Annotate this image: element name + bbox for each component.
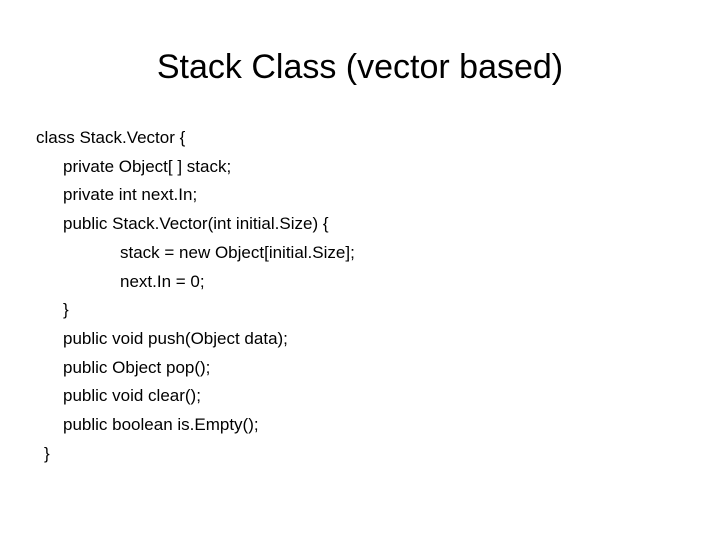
code-line: public Object pop(); <box>63 357 211 377</box>
code-line: private Object[ ] stack; <box>63 156 232 176</box>
code-line: next.In = 0; <box>120 271 205 291</box>
page-title: Stack Class (vector based) <box>156 48 564 86</box>
code-line: public boolean is.Empty(); <box>63 415 259 435</box>
code-line: public void push(Object data); <box>63 328 288 348</box>
code-line: private int next.In; <box>63 185 198 205</box>
code-line: } <box>63 300 69 320</box>
code-block: class Stack.Vector { private Object[ ] s… <box>36 124 692 468</box>
code-line: public Stack.Vector(int initial.Size) { <box>63 214 329 234</box>
code-line: stack = new Object[initial.Size]; <box>120 242 355 262</box>
code-line: } <box>44 443 50 463</box>
code-line: public void clear(); <box>63 386 201 406</box>
code-line: class Stack.Vector { <box>36 128 186 147</box>
